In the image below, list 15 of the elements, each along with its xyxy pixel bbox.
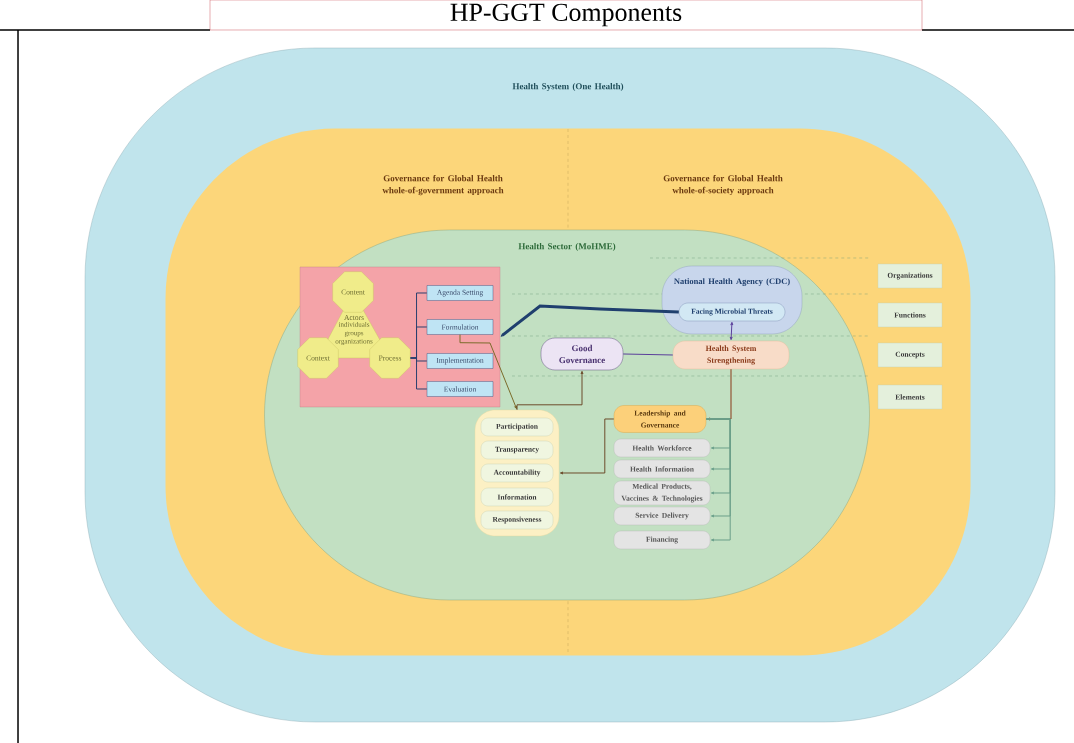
arrow [705,418,731,542]
heading: Health System (One Health) [512,82,624,92]
arrow [500,304,679,337]
connector-line [410,357,428,390]
heading: National Health Agency (CDC) [674,278,790,286]
arrow [516,370,584,411]
title-box: HP-GGT Components [209,0,923,31]
arrow [559,418,615,475]
arrow [459,334,517,410]
connector-line [622,353,674,356]
governance-box: Good Governance [540,337,624,371]
heading: Health Sector (MoHME) [518,242,616,252]
heading: Governance for Global Health whole-of-society approach [663,174,783,196]
arrow [729,321,734,341]
heading: Governance for Global Health whole-of-government approach [382,174,504,196]
